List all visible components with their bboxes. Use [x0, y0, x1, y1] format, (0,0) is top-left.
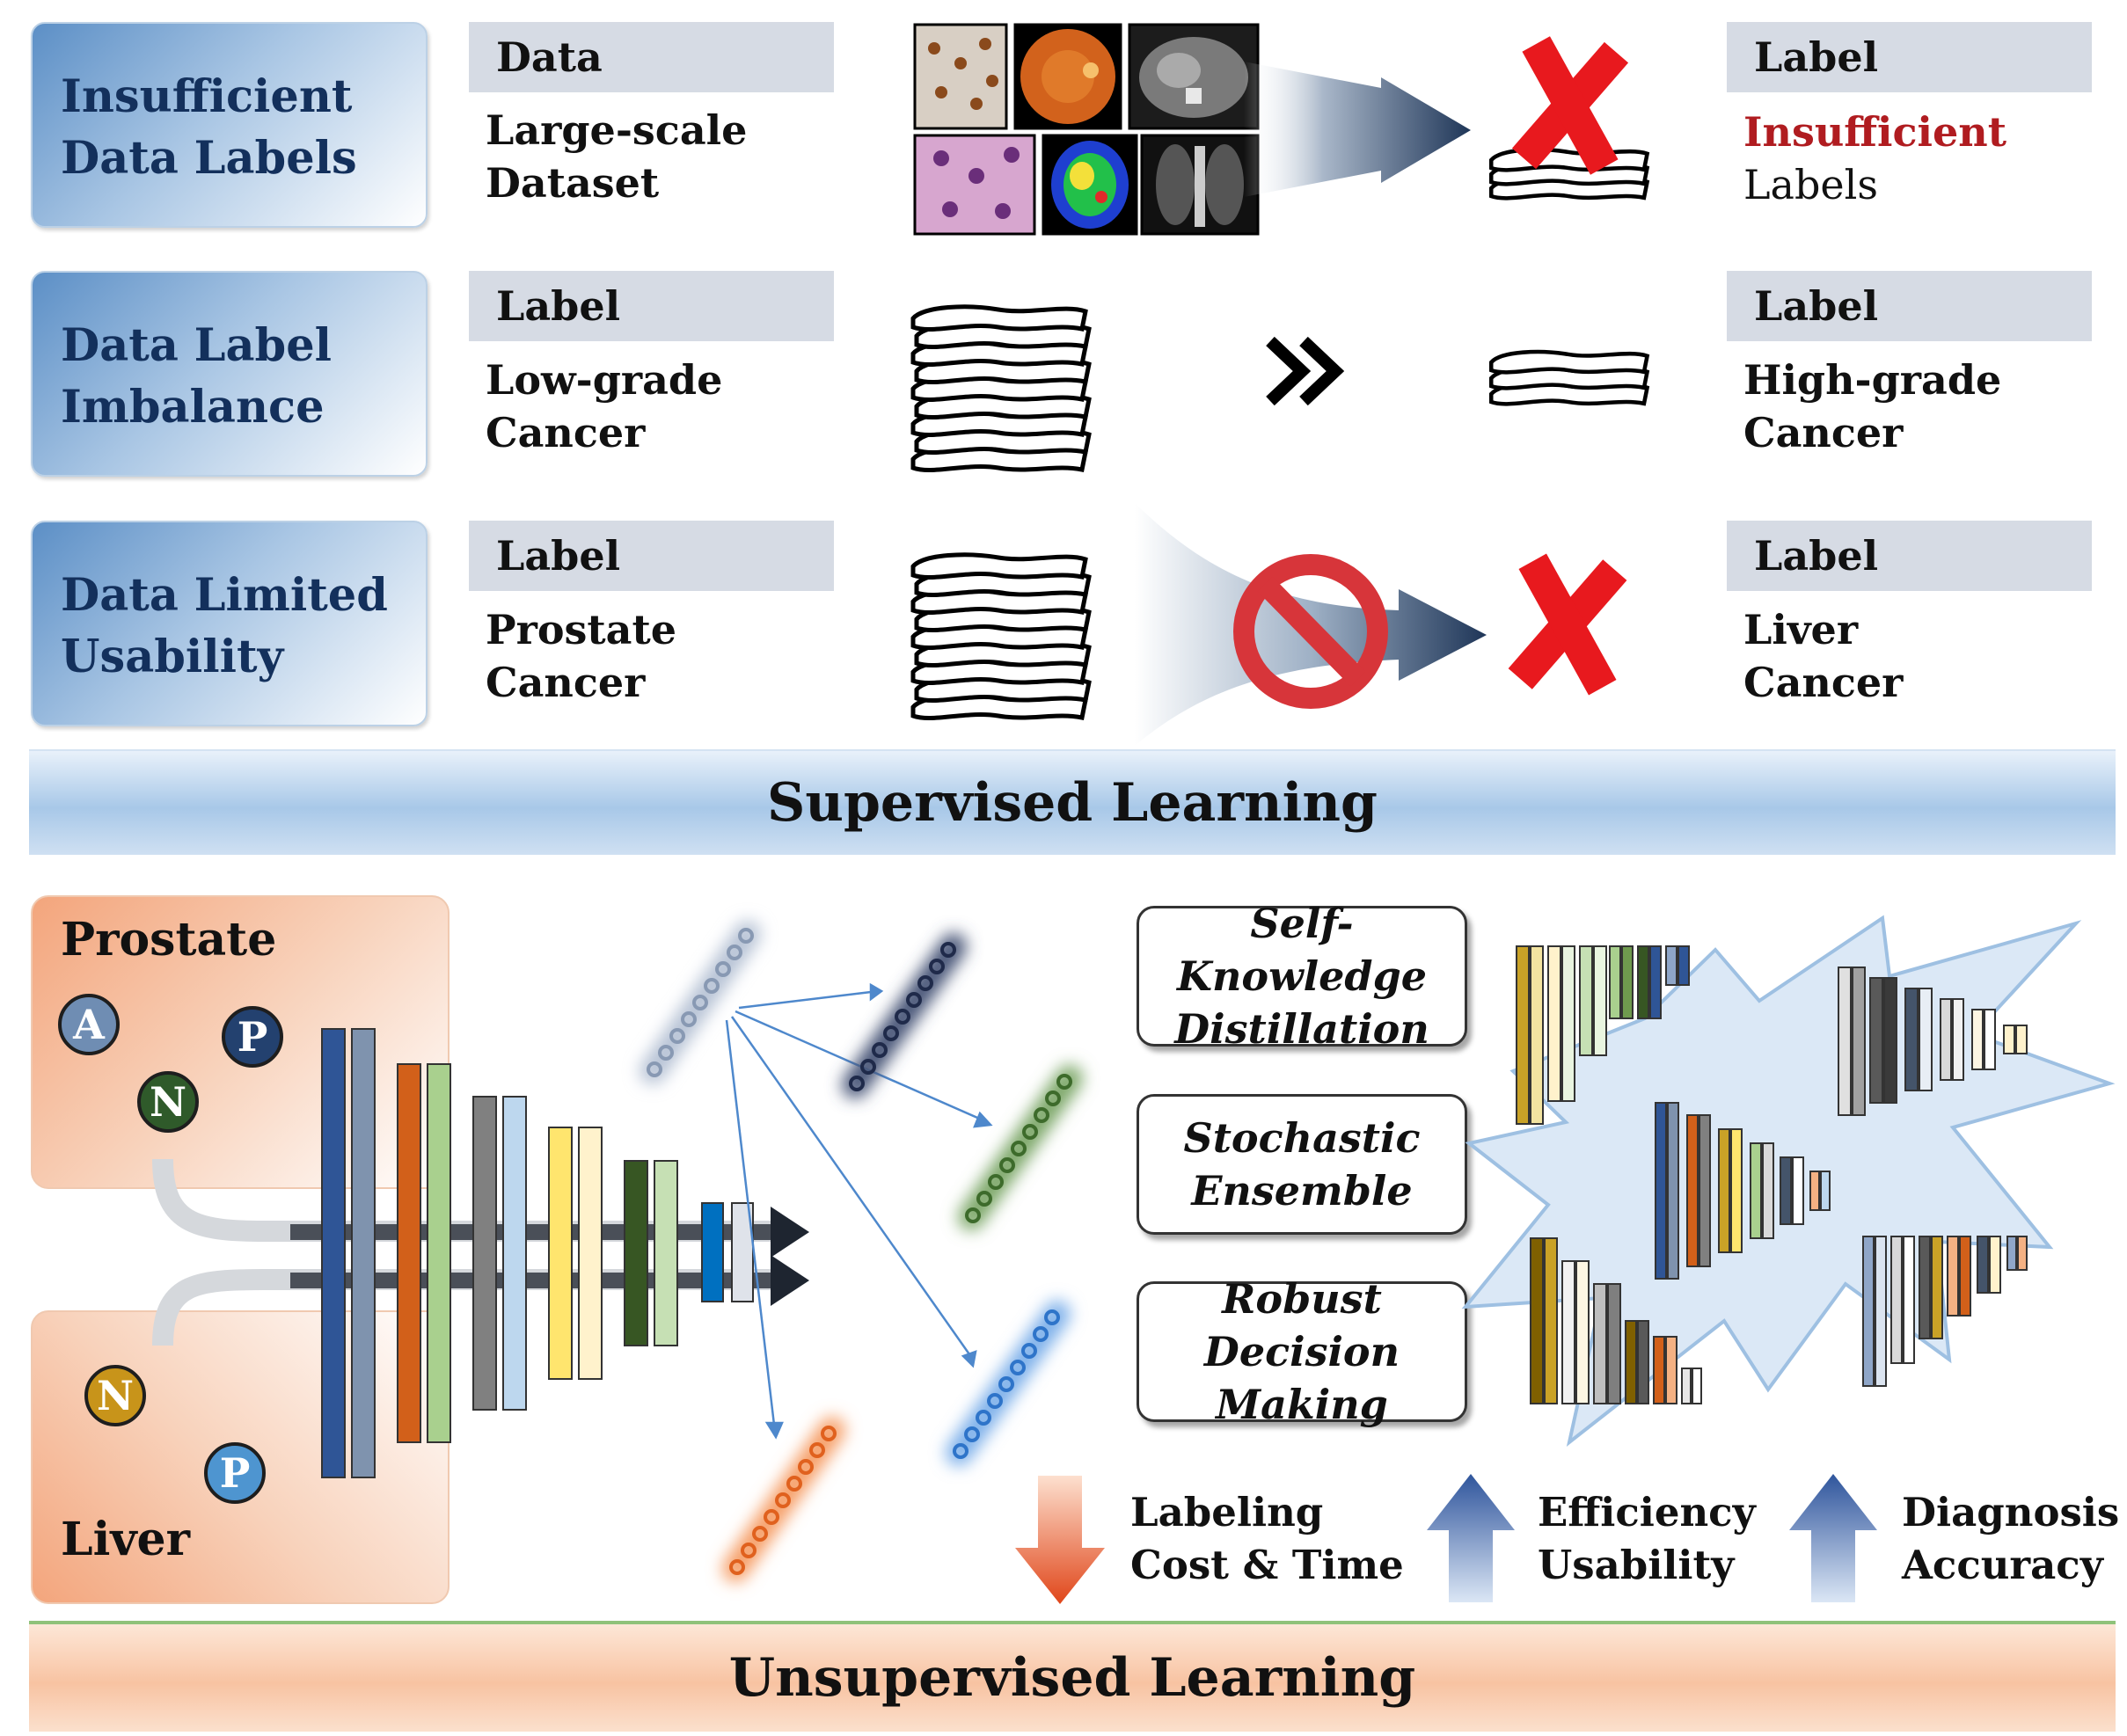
- left-column-header: Label: [469, 521, 834, 591]
- unsupervised-learning-band: Unsupervised Learning: [29, 1621, 2116, 1732]
- badge-a: A: [58, 994, 120, 1055]
- highlight-line: Insufficient: [1743, 108, 2006, 156]
- label-stack-icon: [913, 555, 1089, 718]
- network-layer: [397, 1063, 421, 1443]
- problem-line: Usability: [61, 631, 284, 683]
- text-line: Large-scale: [486, 106, 748, 154]
- feature-vector-icon: [640, 921, 761, 1084]
- top-graphics: [0, 23, 2127, 746]
- up-arrow-icon: [1789, 1474, 1877, 1602]
- medical-image-thumbnails: [913, 23, 1260, 236]
- network-layer: [624, 1160, 648, 1346]
- outcome-line: Efficiency: [1538, 1489, 1756, 1535]
- neural-network-icon: [152, 921, 1083, 1582]
- method-self-knowledge-distillation: Self-Knowledge Distillation: [1137, 900, 1467, 1053]
- text-line: Liver: [1743, 606, 1859, 653]
- feature-vector-icon: [958, 1065, 1083, 1230]
- left-column-text: Large-scale Dataset: [486, 104, 747, 209]
- label-stack-icon: [1491, 352, 1647, 404]
- text-line: High-grade: [1743, 356, 2002, 404]
- outcome-line: Diagnosis: [1902, 1489, 2120, 1535]
- text-line: Prostate: [486, 606, 676, 653]
- problem-line: Data Limited: [61, 569, 388, 622]
- supervised-learning-band: Supervised Learning: [29, 749, 2116, 855]
- prostate-label: Prostate: [61, 913, 277, 966]
- badge-n: N: [84, 1365, 146, 1426]
- network-layer: [502, 1096, 527, 1411]
- right-column-text: Liver Cancer: [1743, 603, 1903, 709]
- outcome-diagnosis-accuracy: Diagnosis Accuracy: [1902, 1486, 2119, 1592]
- problem-box-insufficient-labels: Insufficient Data Labels: [31, 22, 428, 228]
- red-x-icon: [1508, 553, 1627, 696]
- problem-line: Imbalance: [61, 381, 325, 434]
- method-line: Stochastic: [1183, 1114, 1421, 1162]
- badge-p: P: [222, 1006, 283, 1068]
- network-layer: [472, 1096, 497, 1411]
- text-line: Labels: [1743, 161, 1878, 208]
- left-column-text: Prostate Cancer: [486, 603, 676, 709]
- problem-box-label-imbalance: Data Label Imbalance: [31, 271, 428, 477]
- right-column-header: Label: [1727, 521, 2092, 591]
- problem-line: Data Labels: [61, 132, 357, 185]
- method-line: Self-Knowledge: [1176, 900, 1428, 1000]
- right-column-header: Label: [1727, 22, 2092, 92]
- outcome-line: Cost & Time: [1130, 1542, 1404, 1588]
- red-x-icon: [1511, 36, 1629, 175]
- feature-vector-icon: [946, 1301, 1071, 1466]
- problem-title: Insufficient Data Labels: [61, 66, 357, 189]
- right-column-header: Label: [1727, 271, 2092, 341]
- left-column-text: Low-grade Cancer: [486, 354, 722, 459]
- supervised-learning-label: Supervised Learning: [767, 772, 1378, 834]
- network-layer: [321, 1028, 346, 1478]
- method-line: Decision Making: [1203, 1328, 1400, 1428]
- problem-title: Data Label Imbalance: [61, 315, 332, 438]
- flow-arrow-icon: [1244, 62, 1471, 197]
- left-column-header: Label: [469, 271, 834, 341]
- text-line: Cancer: [486, 659, 646, 706]
- feature-vector-icon: [842, 933, 967, 1098]
- method-robust-decision-making: Robust Decision Making: [1137, 1275, 1467, 1428]
- method-stochastic-ensemble: Stochastic Ensemble: [1137, 1094, 1467, 1235]
- method-line: Distillation: [1174, 1005, 1429, 1053]
- problem-box-limited-usability: Data Limited Usability: [31, 521, 428, 726]
- problem-title: Data Limited Usability: [61, 565, 388, 688]
- problem-line: Data Label: [61, 319, 333, 372]
- network-layer: [427, 1063, 451, 1443]
- liver-label: Liver: [61, 1513, 191, 1566]
- outcome-line: Labeling: [1130, 1489, 1324, 1535]
- method-line: Robust: [1222, 1275, 1382, 1323]
- method-line: Ensemble: [1191, 1167, 1413, 1214]
- label-stack-icon: [913, 307, 1089, 470]
- ensemble-starburst-icon: [1461, 915, 2116, 1448]
- text-line: Cancer: [1743, 409, 1904, 456]
- outcome-line: Accuracy: [1902, 1542, 2103, 1588]
- network-layer: [701, 1202, 724, 1302]
- right-column-text: Insufficient Labels: [1743, 106, 2006, 211]
- text-line: Cancer: [1743, 659, 1904, 706]
- network-layer: [548, 1127, 573, 1380]
- label-stack-icon: [1491, 150, 1647, 198]
- outcome-labeling-cost: Labeling Cost & Time: [1130, 1486, 1404, 1592]
- network-layer: [578, 1127, 603, 1380]
- badge-p: P: [204, 1442, 266, 1504]
- problem-line: Insufficient: [61, 70, 353, 123]
- down-arrow-icon: [1015, 1476, 1105, 1604]
- badge-n: N: [137, 1071, 199, 1133]
- network-layer: [654, 1160, 678, 1346]
- feature-vector-icon: [722, 1417, 845, 1582]
- left-column-header: Data: [469, 22, 834, 92]
- up-arrow-icon: [1427, 1474, 1515, 1602]
- text-line: Low-grade: [486, 356, 723, 404]
- prohibited-icon: [1233, 554, 1388, 709]
- right-column-text: High-grade Cancer: [1743, 354, 2001, 459]
- network-layer: [351, 1028, 376, 1478]
- outcome-arrows: [1015, 1474, 1877, 1604]
- text-line: Cancer: [486, 409, 646, 456]
- outcome-efficiency-usability: Efficiency Usability: [1538, 1486, 1756, 1592]
- outcome-line: Usability: [1538, 1542, 1735, 1588]
- text-line: Dataset: [486, 159, 660, 207]
- double-chevron-icon: [1266, 336, 1345, 406]
- unsupervised-learning-label: Unsupervised Learning: [728, 1647, 1416, 1709]
